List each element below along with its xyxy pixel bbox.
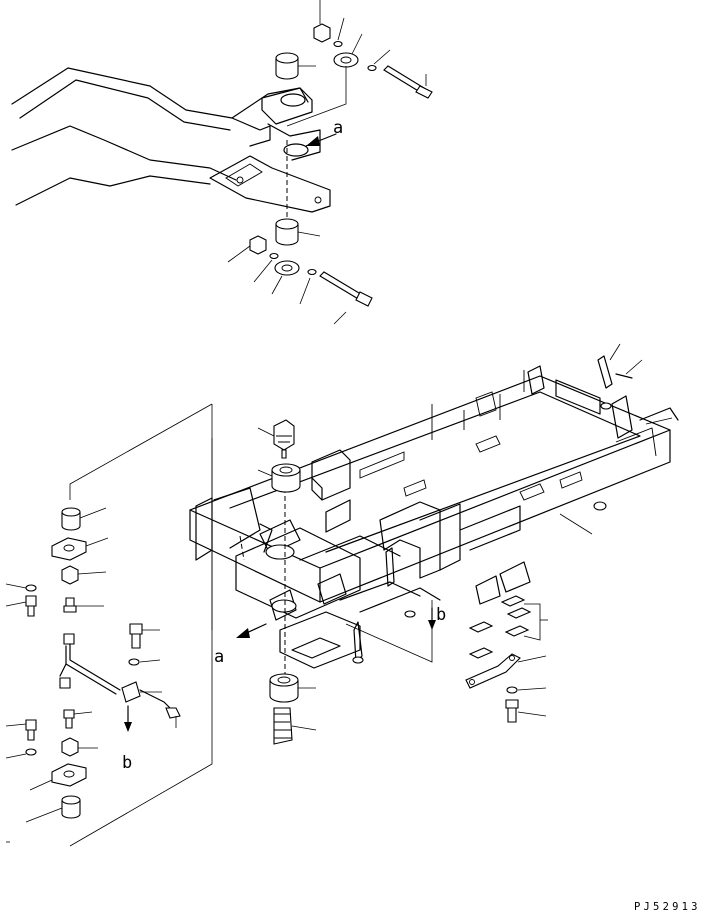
view-label-a-frame: a: [214, 647, 224, 667]
center-pin-stack: [257, 419, 317, 745]
drawing-code: PJ52913: [634, 901, 701, 912]
view-label-b-detail: b: [122, 753, 132, 773]
view-label-a-top: a: [333, 118, 343, 138]
top-boom-assembly: [11, 0, 433, 325]
shim-clamp-group: [465, 595, 548, 723]
view-label-b-frame: b: [436, 605, 446, 625]
lubrication-detail: [5, 403, 213, 847]
main-frame-assembly: [189, 343, 679, 674]
